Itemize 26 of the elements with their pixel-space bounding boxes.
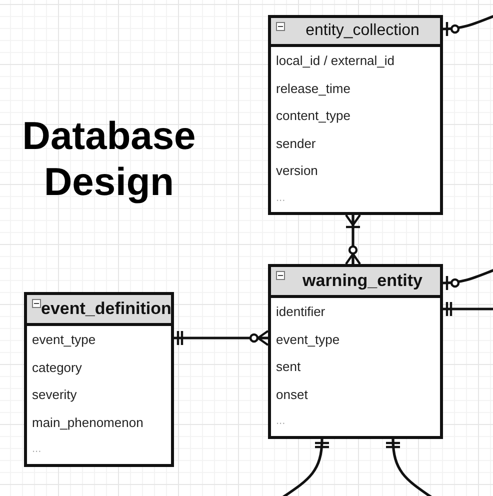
entity-table: [268, 264, 443, 438]
field-name: local_id / external_id: [275, 52, 396, 70]
field-name: event_type: [31, 331, 97, 349]
entity-table: [24, 292, 174, 466]
field-name: identifier: [275, 303, 326, 321]
field-name: event_type: [275, 330, 341, 349]
entity-table: [268, 15, 443, 215]
table-name: warning_entity: [302, 271, 422, 290]
field-name: content_type: [275, 107, 352, 125]
relationship-line: [344, 214, 362, 266]
field-name: ...: [275, 414, 286, 429]
relationship-line: [174, 330, 270, 346]
diagram-title: Database Design: [21, 114, 197, 206]
field-name: ...: [31, 442, 42, 457]
field-name: release_time: [275, 80, 352, 98]
field-name: sent: [275, 358, 302, 376]
field-name: ...: [275, 190, 286, 206]
field-name: category: [31, 358, 83, 377]
field-name: onset: [275, 386, 309, 404]
table-name: event_definition: [41, 299, 172, 318]
field-name: version: [275, 162, 319, 180]
field-name: sender: [275, 134, 317, 152]
field-name: severity: [31, 386, 78, 404]
table-name: entity_collection: [306, 22, 420, 39]
relationship-line: [443, 300, 493, 318]
field-name: main_phenomenon: [31, 414, 144, 432]
